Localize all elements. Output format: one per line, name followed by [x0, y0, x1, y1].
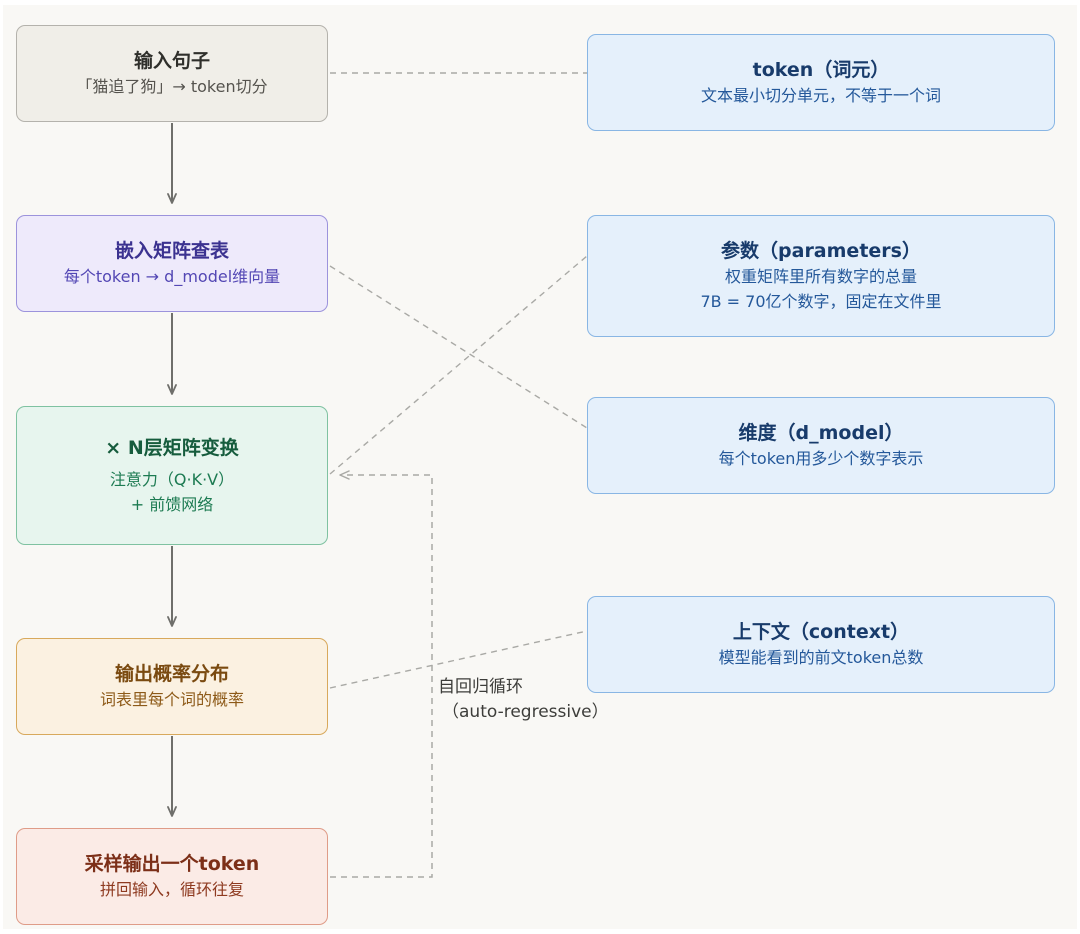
- input-sentence-box: 输入句子 「猫追了狗」→ token切分: [16, 25, 328, 122]
- autoregressive-loop-label: 自回归循环 （auto-regressive）: [438, 675, 609, 725]
- concept-token-title: token（词元）: [752, 59, 890, 81]
- loop-label-english: （auto-regressive）: [442, 702, 609, 722]
- output-probability-subtitle: 词表里每个词的概率: [99, 690, 244, 709]
- concept-context-box: 上下文（context） 模型能看到的前文token总数: [587, 596, 1055, 693]
- concept-dimension-box: 维度（d_model） 每个token用多少个数字表示: [587, 397, 1055, 494]
- link-layers-params: [329, 255, 588, 475]
- concept-context-description: 模型能看到的前文token总数: [718, 648, 924, 667]
- concept-token-description: 文本最小切分单元，不等于一个词: [700, 86, 941, 105]
- concept-parameters-example: 7B = 70亿个数字，固定在文件里: [700, 292, 942, 311]
- embedding-lookup-box: 嵌入矩阵查表 每个token → d_model维向量: [16, 215, 328, 312]
- input-sentence-subtitle: 「猫追了狗」→ token切分: [76, 77, 268, 96]
- concept-token-box: token（词元） 文本最小切分单元，不等于一个词: [587, 34, 1055, 131]
- transformer-layers-title: × N层矩阵变换: [105, 436, 239, 459]
- input-sentence-title: 输入句子: [133, 50, 210, 72]
- attention-label: 注意力（Q·K·V）: [109, 469, 235, 489]
- embedding-lookup-subtitle: 每个token → d_model维向量: [63, 267, 281, 286]
- concept-dimension-title: 维度（d_model）: [738, 422, 904, 444]
- sample-token-subtitle: 拼回输入，循环往复: [99, 880, 244, 899]
- autoregressive-loop-arrow: [330, 470, 433, 878]
- embedding-lookup-title: 嵌入矩阵查表: [114, 240, 229, 262]
- output-probability-title: 输出概率分布: [114, 663, 229, 685]
- feedforward-label: + 前馈网络: [130, 494, 214, 514]
- loop-label-chinese: 自回归循环: [438, 677, 523, 697]
- concept-dimension-description: 每个token用多少个数字表示: [718, 449, 924, 468]
- concept-parameters-box: 参数（parameters） 权重矩阵里所有数字的总量 7B = 70亿个数字，…: [587, 215, 1055, 337]
- sample-token-box: 采样输出一个token 拼回输入，循环往复: [16, 828, 328, 925]
- sample-token-title: 采样输出一个token: [84, 853, 260, 875]
- concept-context-title: 上下文（context）: [732, 621, 910, 643]
- link-embed-dim: [329, 265, 588, 429]
- output-probability-box: 输出概率分布 词表里每个词的概率: [16, 638, 328, 735]
- concept-parameters-description: 权重矩阵里所有数字的总量: [724, 267, 917, 286]
- transformer-layers-box: × N层矩阵变换 注意力（Q·K·V） + 前馈网络: [16, 406, 328, 545]
- concept-parameters-title: 参数（parameters）: [721, 240, 921, 262]
